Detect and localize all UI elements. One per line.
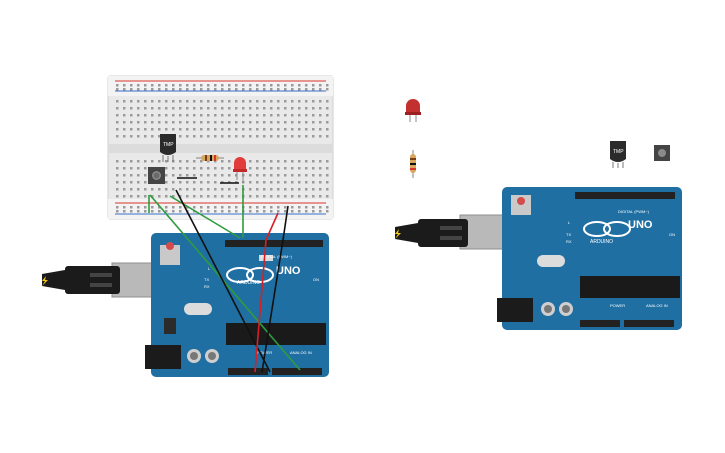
digital-label-2: DIGITAL (PWM~)	[618, 209, 650, 214]
breadboard-holes	[116, 84, 329, 213]
temperature-sensor[interactable]: TMP	[160, 134, 176, 162]
resistor[interactable]	[196, 155, 224, 161]
lightning-icon	[42, 276, 48, 286]
arduino-label: ARDUINO	[237, 280, 260, 286]
tx-label-2: TX	[566, 232, 571, 237]
l-label: L	[208, 266, 211, 271]
resistor-loose[interactable]	[410, 150, 416, 178]
power-label-2: POWER	[610, 303, 625, 308]
arduino-label-2: ARDUINO	[590, 239, 613, 245]
lightning-icon-2	[395, 229, 401, 239]
uno-label-2: UNO	[628, 219, 653, 231]
sensor-label-2: TMP	[613, 149, 624, 155]
usb-plug-icon	[42, 262, 173, 298]
analog-in-label: ANALOG IN	[290, 350, 312, 355]
analog-in-label-2: ANALOG IN	[646, 303, 668, 308]
rx-label-2: RX	[566, 239, 572, 244]
wire-black-2	[261, 205, 289, 373]
arduino-uno-right[interactable]: UNO ARDUINO DIGITAL (PWM~) TX RX L ON PO…	[395, 187, 682, 330]
arduino-uno-left[interactable]: UNO ARDUINO DIGITAL (PWM~) TX RX L ON PO…	[42, 233, 329, 377]
on-label-2: ON	[669, 232, 675, 237]
usb-plug-icon-2	[395, 214, 521, 250]
wire-green-2	[169, 195, 241, 239]
red-led[interactable]	[233, 157, 247, 183]
uno-label: UNO	[276, 265, 301, 277]
rx-label: RX	[204, 284, 210, 289]
sensor-label: TMP	[163, 142, 174, 148]
red-led-loose[interactable]	[405, 99, 421, 122]
push-button[interactable]	[148, 167, 165, 184]
push-button-loose[interactable]	[654, 145, 670, 161]
on-label: ON	[313, 277, 319, 282]
wires[interactable]	[148, 185, 301, 373]
temperature-sensor-loose[interactable]: TMP	[610, 141, 626, 168]
wire-red-1	[254, 212, 279, 373]
breadboard[interactable]	[107, 75, 334, 220]
l-label-2: L	[568, 220, 571, 225]
tx-label: TX	[204, 277, 209, 282]
wire-green-4	[149, 194, 301, 371]
digital-label: DIGITAL (PWM~)	[261, 254, 293, 259]
wire-black-1	[175, 189, 271, 373]
